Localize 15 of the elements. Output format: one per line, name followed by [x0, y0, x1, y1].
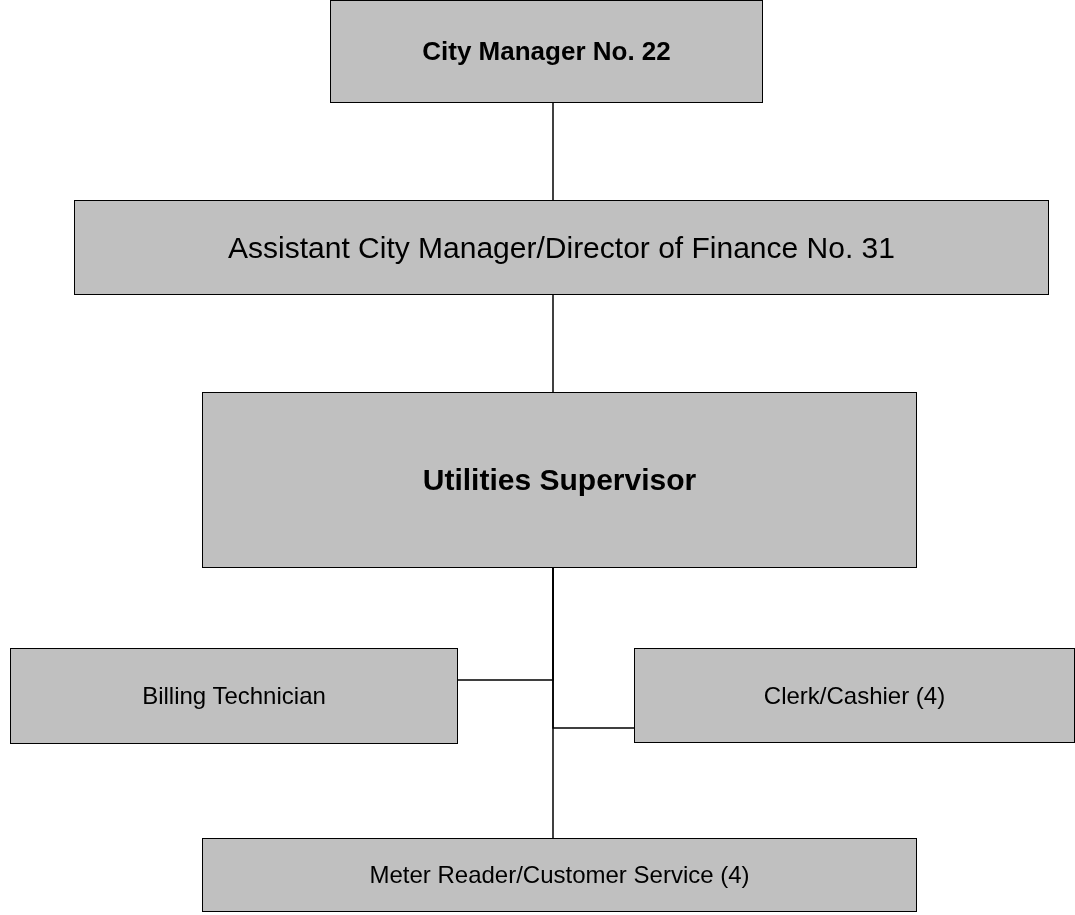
- org-box: [10, 648, 458, 744]
- position-title: Billing Technician: [142, 682, 326, 710]
- position-title: City Manager No. 22: [422, 36, 671, 67]
- position-title: Clerk/Cashier (4): [763, 681, 946, 710]
- org-box: [202, 838, 917, 912]
- position-title: Assistant City Manager/Director of Finance No. 31: [228, 230, 895, 265]
- org-box: [74, 200, 1049, 295]
- position-title: Utilities Supervisor: [422, 463, 697, 497]
- org-box: [330, 0, 763, 103]
- connector-line: [552, 102, 554, 201]
- org-box: [634, 648, 1075, 743]
- connector-line: [552, 567, 554, 839]
- connector-line: [552, 294, 554, 393]
- org-box: [202, 392, 917, 568]
- position-title: Meter Reader/Customer Service (4): [369, 861, 750, 889]
